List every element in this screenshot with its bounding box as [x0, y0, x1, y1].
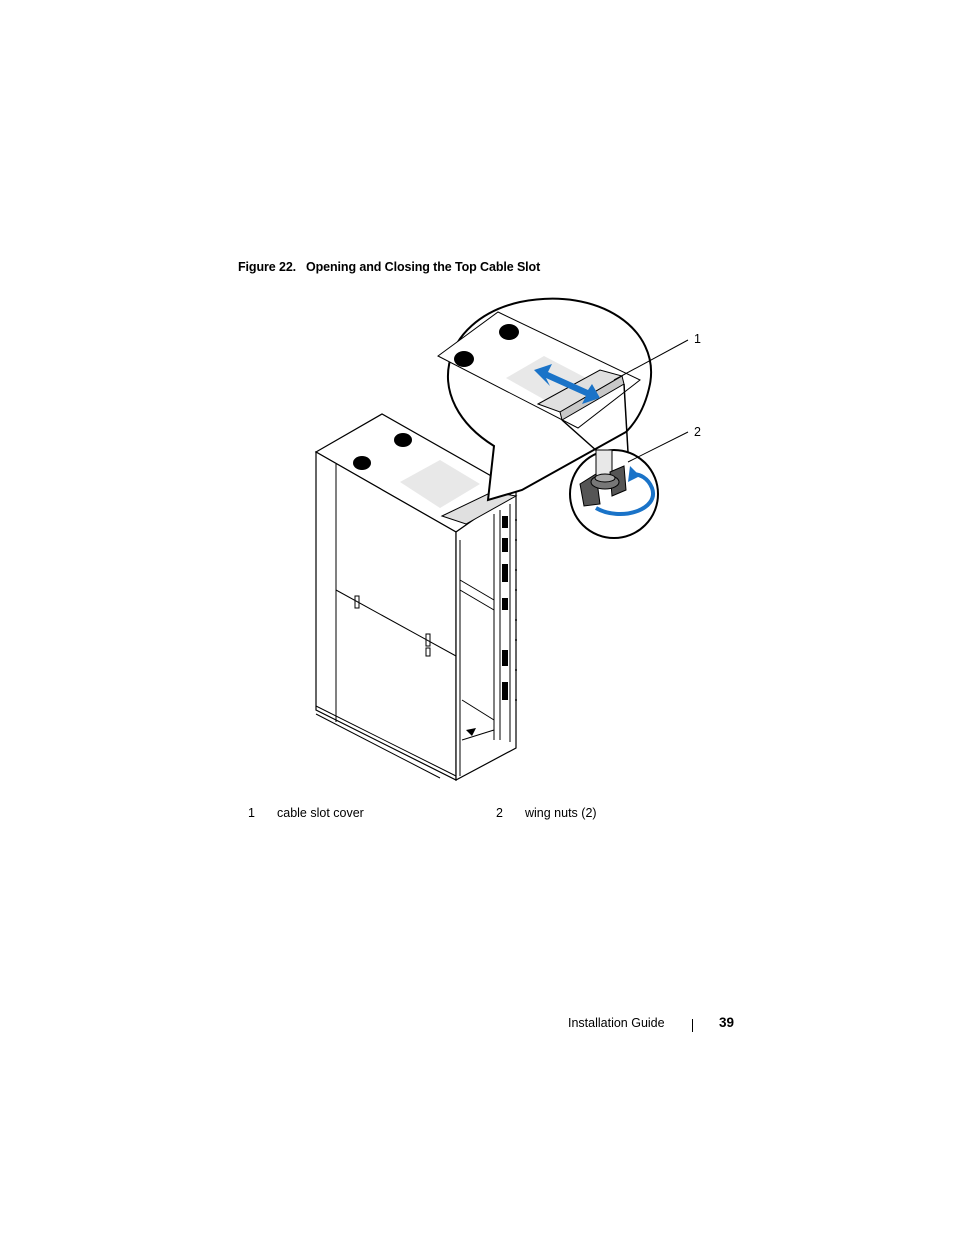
callout-2: 2	[694, 425, 701, 439]
floor-arrow-marker	[466, 728, 476, 736]
wing-nut-icon	[579, 449, 627, 507]
top-vent-panel	[400, 460, 480, 508]
rail-holes	[515, 519, 517, 701]
callout-leader-1	[613, 339, 689, 381]
rail-mounting-slots	[502, 516, 508, 700]
rack-side-lines	[315, 464, 457, 779]
legend-label-2: wing nuts (2)	[525, 806, 597, 820]
magnified-hole-left	[454, 351, 474, 367]
legend-label-1: cable slot cover	[277, 806, 364, 820]
legend-num-2: 2	[496, 806, 503, 820]
magnifier-pointer-lines	[561, 383, 629, 453]
page-number: 39	[719, 1015, 735, 1030]
rack-front-rails	[459, 504, 511, 776]
magnified-hole-right	[499, 324, 519, 340]
door-handle-upper	[354, 595, 360, 609]
callout-leader-2	[627, 431, 689, 463]
door-handle-lower	[425, 633, 431, 647]
figure-title: Opening and Closing the Top Cable Slot	[306, 260, 541, 274]
top-hole-right	[394, 433, 412, 447]
rotate-arrow-icon	[594, 472, 655, 517]
callout-1: 1	[694, 332, 701, 346]
legend-num-1: 1	[248, 806, 255, 820]
top-hole-left	[353, 456, 371, 470]
slide-arrow-icon	[534, 364, 600, 404]
rotate-arrow-head	[628, 466, 640, 482]
figure-caption: Figure 22. Opening and Closing the Top Ca…	[238, 260, 540, 274]
rack-cabinet	[314, 413, 518, 781]
footer-doc-title: Installation Guide	[568, 1016, 665, 1030]
footer-separator	[692, 1019, 693, 1032]
door-handle-lower-2	[425, 647, 431, 657]
rack-cable-slot-cover	[440, 491, 518, 525]
figure-number: Figure 22.	[238, 260, 297, 274]
